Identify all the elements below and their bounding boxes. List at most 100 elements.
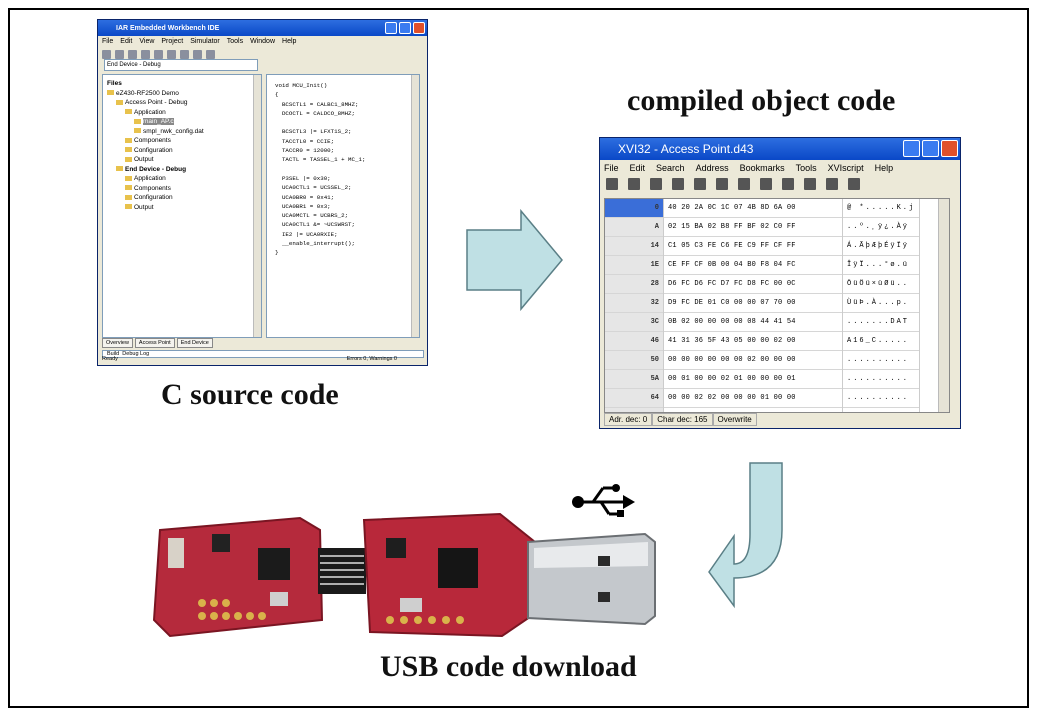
hex-bytes-cell[interactable]: 02 15 BA 02 B8 FF BF 02 C0 FF: [663, 217, 843, 237]
copy-icon[interactable]: [180, 49, 189, 59]
hex-addr-cell[interactable]: 32: [605, 293, 664, 313]
tree-item[interactable]: smpl_nwk_config.dat: [107, 127, 257, 137]
hex-addr-cell[interactable]: 3C: [605, 312, 664, 332]
menu-address[interactable]: Address: [695, 162, 729, 173]
search-icon[interactable]: [760, 178, 772, 190]
tree-item[interactable]: End Device - Debug: [107, 165, 257, 175]
tree-item[interactable]: Output: [107, 155, 257, 165]
save-icon[interactable]: [650, 178, 662, 190]
menu-simulator[interactable]: Simulator: [190, 38, 220, 45]
paste-icon[interactable]: [193, 49, 202, 59]
menu-project[interactable]: Project: [161, 38, 184, 45]
tree-item[interactable]: main_AP.c: [107, 117, 257, 127]
hex-chars-cell[interactable]: ..º.¸ÿ¿.Àÿ: [842, 217, 921, 237]
hex-scrollbar[interactable]: [938, 199, 949, 412]
menu-file[interactable]: File: [604, 162, 619, 173]
hex-chars-cell[interactable]: ÖüÖü×üØü..: [842, 274, 921, 294]
menu-xviscript[interactable]: XVIscript: [827, 162, 864, 173]
hex-chars-cell[interactable]: ..........: [842, 369, 921, 389]
hex-chars-cell[interactable]: ..........: [842, 407, 921, 412]
tab-access-point[interactable]: Access Point: [134, 338, 175, 348]
menu-search[interactable]: Search: [656, 162, 685, 173]
tab-build[interactable]: Build: [107, 351, 120, 357]
menu-tools[interactable]: Tools: [795, 162, 817, 173]
tree-item[interactable]: Output: [107, 203, 257, 213]
print-icon[interactable]: [804, 178, 816, 190]
paste-icon[interactable]: [738, 178, 750, 190]
hex-addr-cell[interactable]: 14: [605, 236, 664, 256]
minimize-icon[interactable]: [903, 140, 920, 157]
hex-chars-cell[interactable]: ÙüÞ.À...p.: [842, 293, 921, 313]
hex-bytes-cell[interactable]: 0B 02 00 00 00 00 08 44 41 54: [663, 312, 843, 332]
undo-icon[interactable]: [206, 49, 215, 59]
hex-bytes-cell[interactable]: 02 03 00 00 00 01 02 00 00 00: [663, 407, 843, 412]
tree-item[interactable]: Configuration: [107, 193, 257, 203]
close-icon[interactable]: [941, 140, 958, 157]
hex-chars-cell[interactable]: ..........: [842, 388, 921, 408]
tree-item[interactable]: Access Point - Debug: [107, 98, 257, 108]
hex-addr-cell[interactable]: 0: [605, 199, 664, 218]
hex-addr-cell[interactable]: 28: [605, 274, 664, 294]
hex-bytes-cell[interactable]: 00 00 00 00 00 00 02 00 00 00: [663, 350, 843, 370]
close-file-icon[interactable]: [672, 178, 684, 190]
tab-overview[interactable]: Overview: [102, 338, 133, 348]
tree-scrollbar[interactable]: [253, 75, 261, 337]
tree-item[interactable]: Application: [107, 108, 257, 118]
hex-addr-cell[interactable]: A: [605, 217, 664, 237]
hex-addr-cell[interactable]: 46: [605, 331, 664, 351]
tree-item[interactable]: eZ430-RF2500 Demo: [107, 89, 257, 99]
menu-window[interactable]: Window: [250, 38, 276, 45]
menu-tools[interactable]: Tools: [226, 38, 244, 45]
code-editor[interactable]: void MCU_Init() { BCSCTL1 = CALBC1_8MHZ;…: [266, 74, 420, 338]
help-icon[interactable]: [848, 178, 860, 190]
maximize-icon[interactable]: [922, 140, 939, 157]
hex-bytes-cell[interactable]: 41 31 36 5F 43 05 00 00 02 00: [663, 331, 843, 351]
editor-scrollbar[interactable]: [411, 75, 419, 337]
menu-edit[interactable]: Edit: [629, 162, 646, 173]
menu-bookmarks[interactable]: Bookmarks: [739, 162, 785, 173]
tab-end-device[interactable]: End Device: [176, 338, 213, 348]
hex-chars-cell[interactable]: ÎÿÏ...°ø.ü: [842, 255, 921, 275]
hex-bytes-cell[interactable]: 00 00 02 02 00 00 00 01 00 00: [663, 388, 843, 408]
hex-bytes-cell[interactable]: 40 20 2A 0C 1C 07 4B 8D 6A 00: [663, 199, 843, 218]
menu-file[interactable]: File: [102, 38, 114, 45]
tab-debug-log[interactable]: Debug Log: [122, 351, 150, 357]
minimize-icon[interactable]: [385, 22, 397, 34]
menu-help[interactable]: Help: [874, 162, 894, 173]
hex-bytes-cell[interactable]: CE FF CF 0B 00 04 B0 F8 04 FC: [663, 255, 843, 275]
new-file-icon[interactable]: [606, 178, 618, 190]
info-icon[interactable]: [826, 178, 838, 190]
tree-item[interactable]: Components: [107, 136, 257, 146]
save-icon[interactable]: [128, 49, 137, 59]
hex-addr-cell[interactable]: 64: [605, 388, 664, 408]
hex-addr-cell[interactable]: 5A: [605, 369, 664, 389]
hex-chars-cell[interactable]: .......DAT: [842, 312, 921, 332]
maximize-icon[interactable]: [399, 22, 411, 34]
cut-icon[interactable]: [694, 178, 706, 190]
menu-edit[interactable]: Edit: [120, 38, 133, 45]
menu-view[interactable]: View: [139, 38, 155, 45]
hex-bytes-cell[interactable]: C1 05 C3 FE C6 FE C9 FF CF FF: [663, 236, 843, 256]
cut-icon[interactable]: [167, 49, 176, 59]
hex-bytes-cell[interactable]: 00 01 00 00 02 01 00 00 00 01: [663, 369, 843, 389]
hex-bytes-cell[interactable]: D9 FC DE 01 C0 00 00 07 70 00: [663, 293, 843, 313]
hex-chars-cell[interactable]: A16_C.....: [842, 331, 921, 351]
hex-addr-cell[interactable]: 50: [605, 350, 664, 370]
save-all-icon[interactable]: [141, 49, 150, 59]
hex-bytes-cell[interactable]: D6 FC D6 FC D7 FC D8 FC 00 0C: [663, 274, 843, 294]
workspace-config-select[interactable]: End Device - Debug: [104, 59, 258, 71]
close-icon[interactable]: [413, 22, 425, 34]
hex-chars-cell[interactable]: Á.ÃþÆþÉÿÏÿ: [842, 236, 921, 256]
tree-item[interactable]: Configuration: [107, 146, 257, 156]
tree-item[interactable]: Components: [107, 184, 257, 194]
open-file-icon[interactable]: [628, 178, 640, 190]
hex-chars-cell[interactable]: ..........: [842, 350, 921, 370]
hex-addr-cell[interactable]: 1E: [605, 255, 664, 275]
menu-help[interactable]: Help: [282, 38, 297, 45]
hex-chars-cell[interactable]: @ *.....K.j: [842, 199, 921, 218]
tree-item[interactable]: Application: [107, 174, 257, 184]
print-icon[interactable]: [154, 49, 163, 59]
copy-icon[interactable]: [716, 178, 728, 190]
open-file-icon[interactable]: [115, 49, 124, 59]
replace-icon[interactable]: [782, 178, 794, 190]
